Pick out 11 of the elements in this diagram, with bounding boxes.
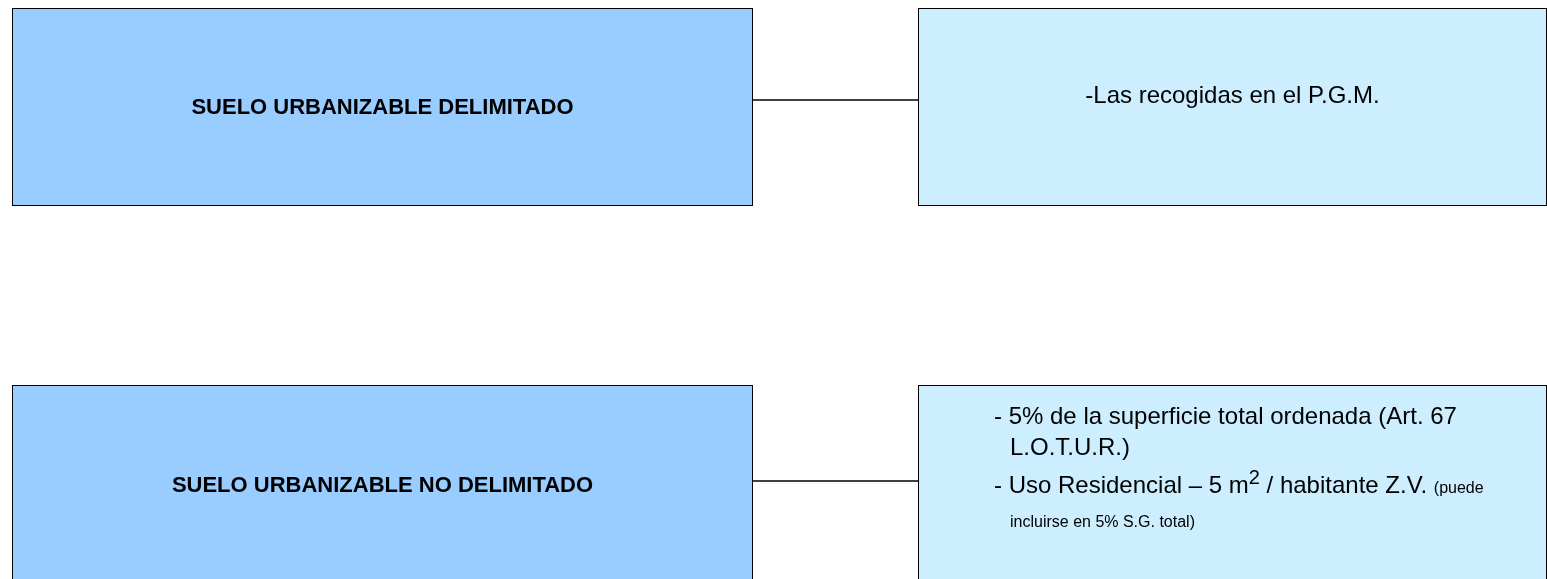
category-box [12, 385, 753, 579]
connector-line [752, 99, 919, 101]
list-item: - Uso Residencial – 5 m$^{2}$ / habitante Z.V. (puede incluirse en 5% S.G. total) [994, 465, 1485, 532]
description-box [918, 385, 1547, 579]
connector-line [752, 480, 919, 482]
note-text: -Las recogidas en el P.G.M. [1085, 80, 1380, 110]
list-item: - 5% de la superficie total ordenada (Art. 67 L.O.T.U.R.) [994, 401, 1458, 462]
category-box [12, 8, 753, 206]
box-title: SUELO URBANIZABLE DELIMITADO [191, 94, 574, 120]
description-box [918, 8, 1547, 206]
box-title: SUELO URBANIZABLE NO DELIMITADO [171, 472, 594, 498]
